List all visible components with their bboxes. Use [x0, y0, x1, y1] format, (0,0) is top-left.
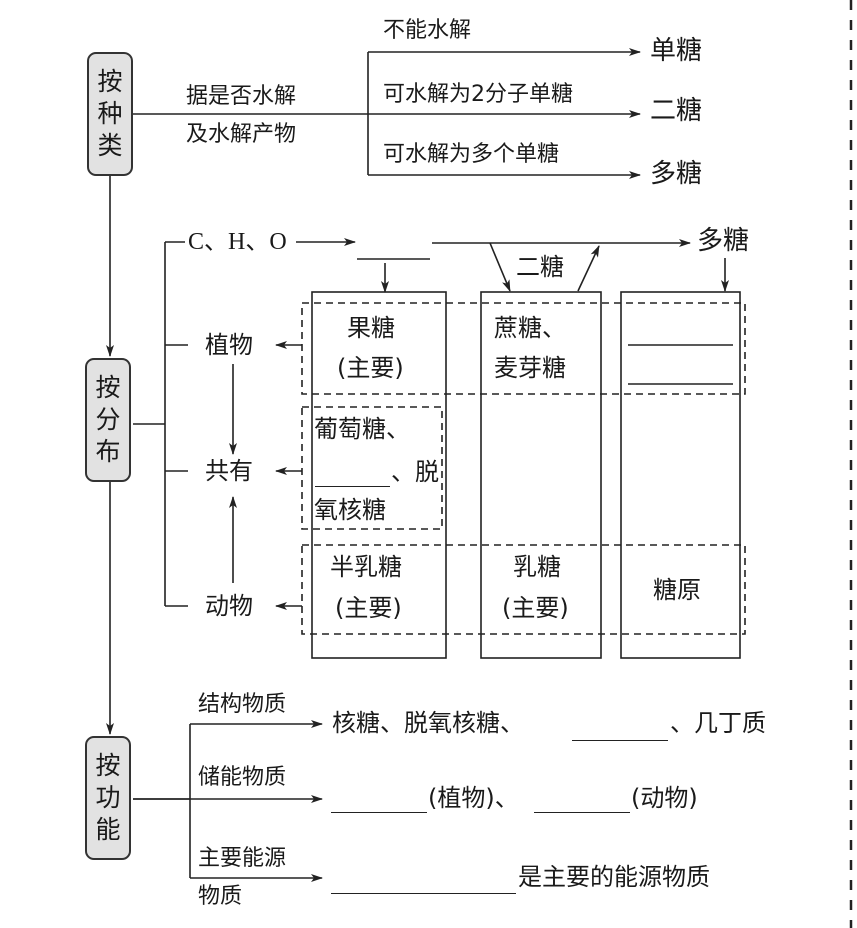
by-type-char-1: 按: [97, 67, 123, 96]
group-plant: 植物: [205, 331, 253, 359]
by-type-char-2: 种: [97, 99, 123, 128]
by-distribution-char-3: 布: [95, 437, 121, 466]
common-mono-line1: 葡萄糖、: [314, 415, 410, 443]
plant-mono-line1: 果糖: [347, 314, 395, 342]
energy-blank: [331, 893, 516, 894]
structural-blank: [572, 740, 668, 741]
storage-plant-label: (植物)、: [428, 784, 519, 812]
by-distribution-box: 按 分 布: [85, 358, 131, 482]
category-energy-line1: 主要能源: [198, 846, 287, 871]
by-function-box: 按 功 能: [85, 736, 131, 860]
group-animal: 动物: [205, 592, 253, 620]
flow-down-to-di: [489, 242, 511, 292]
disaccharide-column: [480, 291, 602, 659]
by-type-char-3: 类: [97, 131, 123, 160]
storage-plant-blank: [331, 812, 427, 813]
animal-di-line2: (主要): [502, 594, 569, 622]
by-distribution-char-2: 分: [95, 405, 121, 434]
type-criterion-line1: 据是否水解: [186, 84, 297, 109]
condition-many-units: 可水解为多个单糖: [383, 142, 560, 167]
energy-text-after: 是主要的能源物质: [518, 863, 710, 891]
common-dashed-region: [301, 406, 443, 530]
flow-up-from-di: [577, 245, 600, 292]
category-energy-line2: 物质: [198, 884, 243, 909]
plant-di-line2: 麦芽糖: [494, 354, 566, 382]
animal-mono-line2: (主要): [335, 594, 402, 622]
plant-dashed-region: [301, 302, 746, 395]
storage-animal-blank: [534, 812, 630, 813]
structural-text-after: 、几丁质: [670, 709, 766, 737]
elements-label: C、H、O: [188, 229, 287, 255]
by-distribution-char-1: 按: [95, 373, 121, 402]
by-function-char-2: 功: [95, 783, 121, 812]
category-storage: 储能物质: [198, 765, 287, 790]
animal-mono-line1: 半乳糖: [330, 553, 402, 581]
result-monosaccharide: 单糖: [650, 36, 703, 66]
polysaccharide-column: [620, 291, 741, 659]
plant-di-line1: 蔗糖、: [494, 314, 566, 342]
common-mono-line3: 氧核糖: [314, 496, 386, 524]
animal-poly: 糖原: [653, 576, 701, 604]
monosaccharide-column: [311, 291, 447, 659]
condition-not-hydrolyzable: 不能水解: [383, 18, 472, 43]
flow-disaccharide-label: 二糖: [516, 253, 564, 281]
common-mono-blank: [315, 486, 390, 487]
animal-dashed-region: [301, 544, 746, 635]
group-common: 共有: [205, 457, 253, 485]
category-structural: 结构物质: [198, 692, 287, 717]
animal-di-line1: 乳糖: [513, 553, 561, 581]
common-mono-line2: 、脱: [391, 458, 439, 486]
flow-polysaccharide-label: 多糖: [697, 226, 750, 256]
plant-mono-line2: (主要): [337, 354, 404, 382]
by-function-char-1: 按: [95, 751, 121, 780]
structural-text-before: 核糖、脱氧核糖、: [332, 709, 524, 737]
result-polysaccharide: 多糖: [650, 159, 703, 189]
condition-two-units: 可水解为2分子单糖: [383, 82, 573, 107]
by-function-char-3: 能: [95, 815, 121, 844]
result-disaccharide: 二糖: [650, 96, 703, 126]
by-type-box: 按 种 类: [87, 52, 133, 176]
type-criterion-line2: 及水解产物: [186, 122, 297, 147]
storage-animal-label: (动物): [631, 784, 698, 812]
